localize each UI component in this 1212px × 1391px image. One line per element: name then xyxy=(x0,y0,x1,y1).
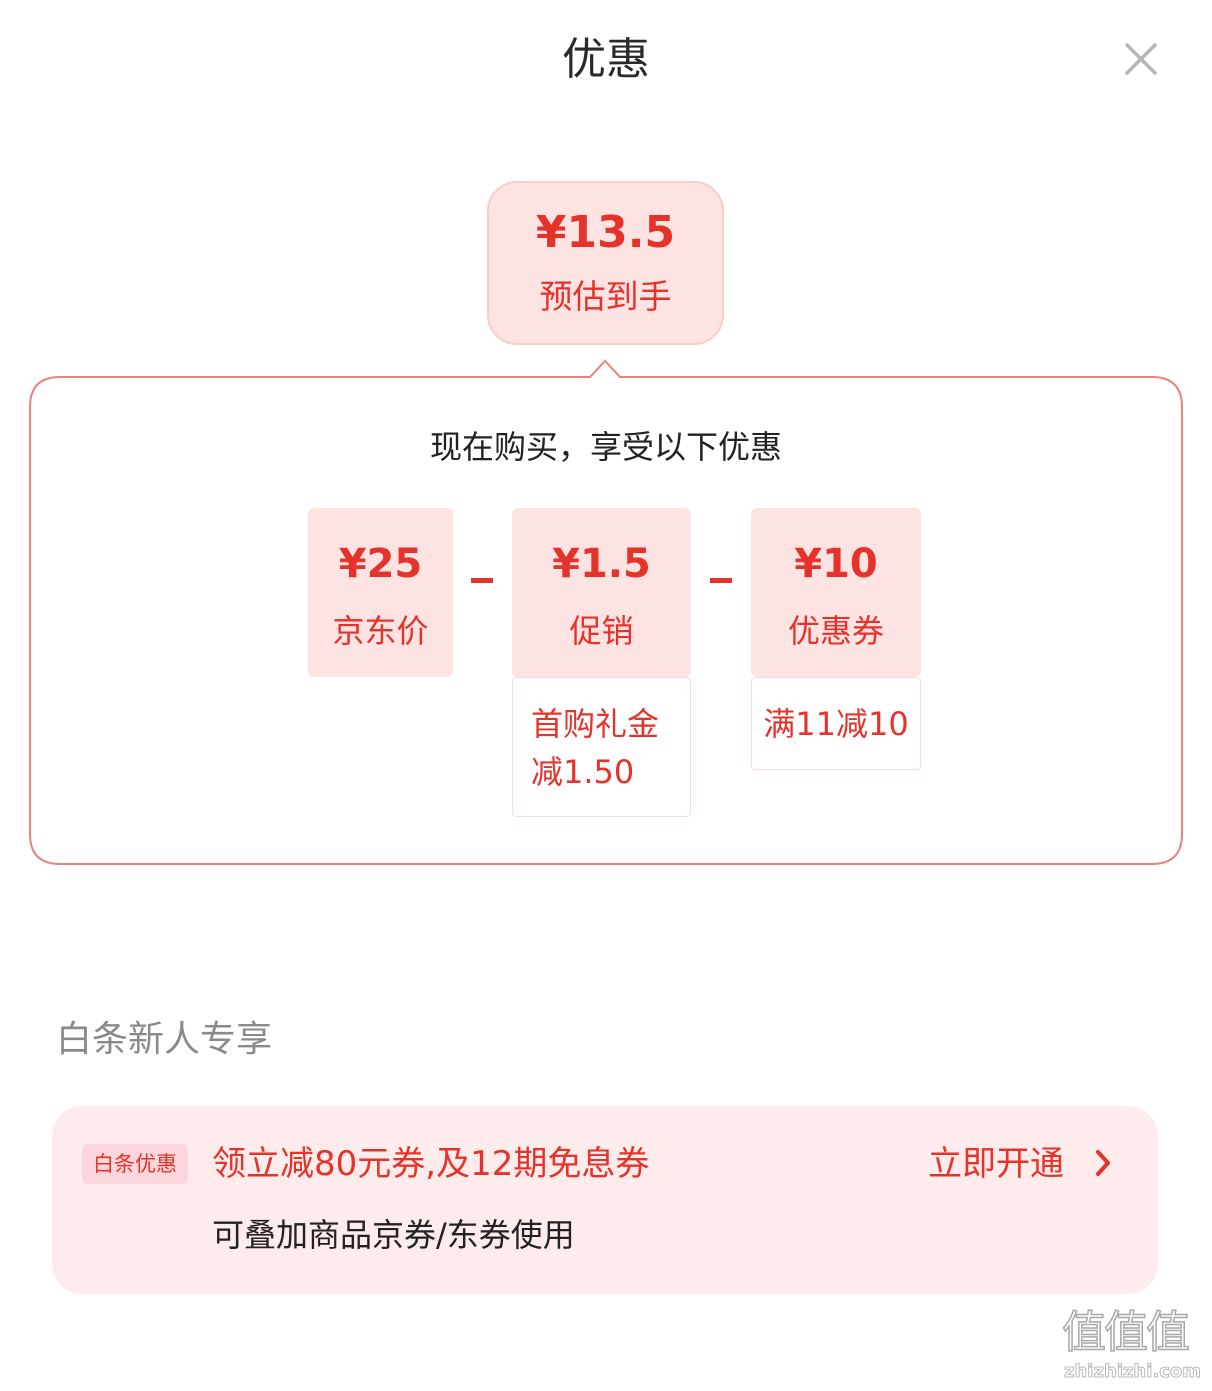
baitiao-badge: 白条优惠 xyxy=(82,1144,188,1184)
coupon-detail-text: 满11减10 xyxy=(763,705,909,743)
price-tile-jd: ¥25 京东价 xyxy=(308,508,453,677)
close-icon[interactable] xyxy=(1118,36,1164,82)
jd-price-label: 京东价 xyxy=(332,612,429,650)
price-tile-promotion: ¥1.5 促销 xyxy=(512,508,691,677)
minus-operator xyxy=(710,578,732,583)
estimated-price-box: ¥13.5 预估到手 xyxy=(487,181,724,345)
coupon-amount: ¥10 xyxy=(794,541,878,587)
promotion-detail: 首购礼金减1.50 xyxy=(512,677,691,817)
estimated-price-label: 预估到手 xyxy=(539,277,672,316)
watermark-logo: 值值值 zhizhizhi.com xyxy=(1061,1306,1208,1388)
jd-price: ¥25 xyxy=(338,541,423,587)
watermark-url: zhizhizhi.com xyxy=(1064,1361,1202,1383)
sheet-title: 优惠 xyxy=(562,34,650,85)
promotion-detail-text: 首购礼金减1.50 xyxy=(531,705,660,791)
activate-now-link[interactable]: 立即开通 xyxy=(928,1144,1064,1184)
baitiao-offer-text: 领立减80元券,及12期免息券 xyxy=(212,1144,650,1184)
promotion-amount: ¥1.5 xyxy=(552,541,651,587)
watermark-glyphs: 值值值 xyxy=(1061,1306,1191,1359)
minus-operator xyxy=(471,578,493,583)
estimated-price: ¥13.5 xyxy=(535,207,676,258)
chevron-right-icon[interactable] xyxy=(1092,1148,1114,1178)
promotion-label: 促销 xyxy=(569,612,634,650)
coupon-label: 优惠券 xyxy=(787,612,884,650)
baitiao-section-title: 白条新人专享 xyxy=(56,1019,273,1060)
baitiao-promo-card[interactable]: 白条优惠 领立减80元券,及12期免息券 可叠加商品京券/东券使用 立即开通 xyxy=(52,1106,1158,1294)
baitiao-offer-subtext: 可叠加商品京券/东券使用 xyxy=(212,1216,575,1254)
breakdown-heading: 现在购买，享受以下优惠 xyxy=(429,428,782,466)
price-tile-coupon: ¥10 优惠券 xyxy=(751,508,921,677)
coupon-detail: 满11减10 xyxy=(751,677,921,770)
